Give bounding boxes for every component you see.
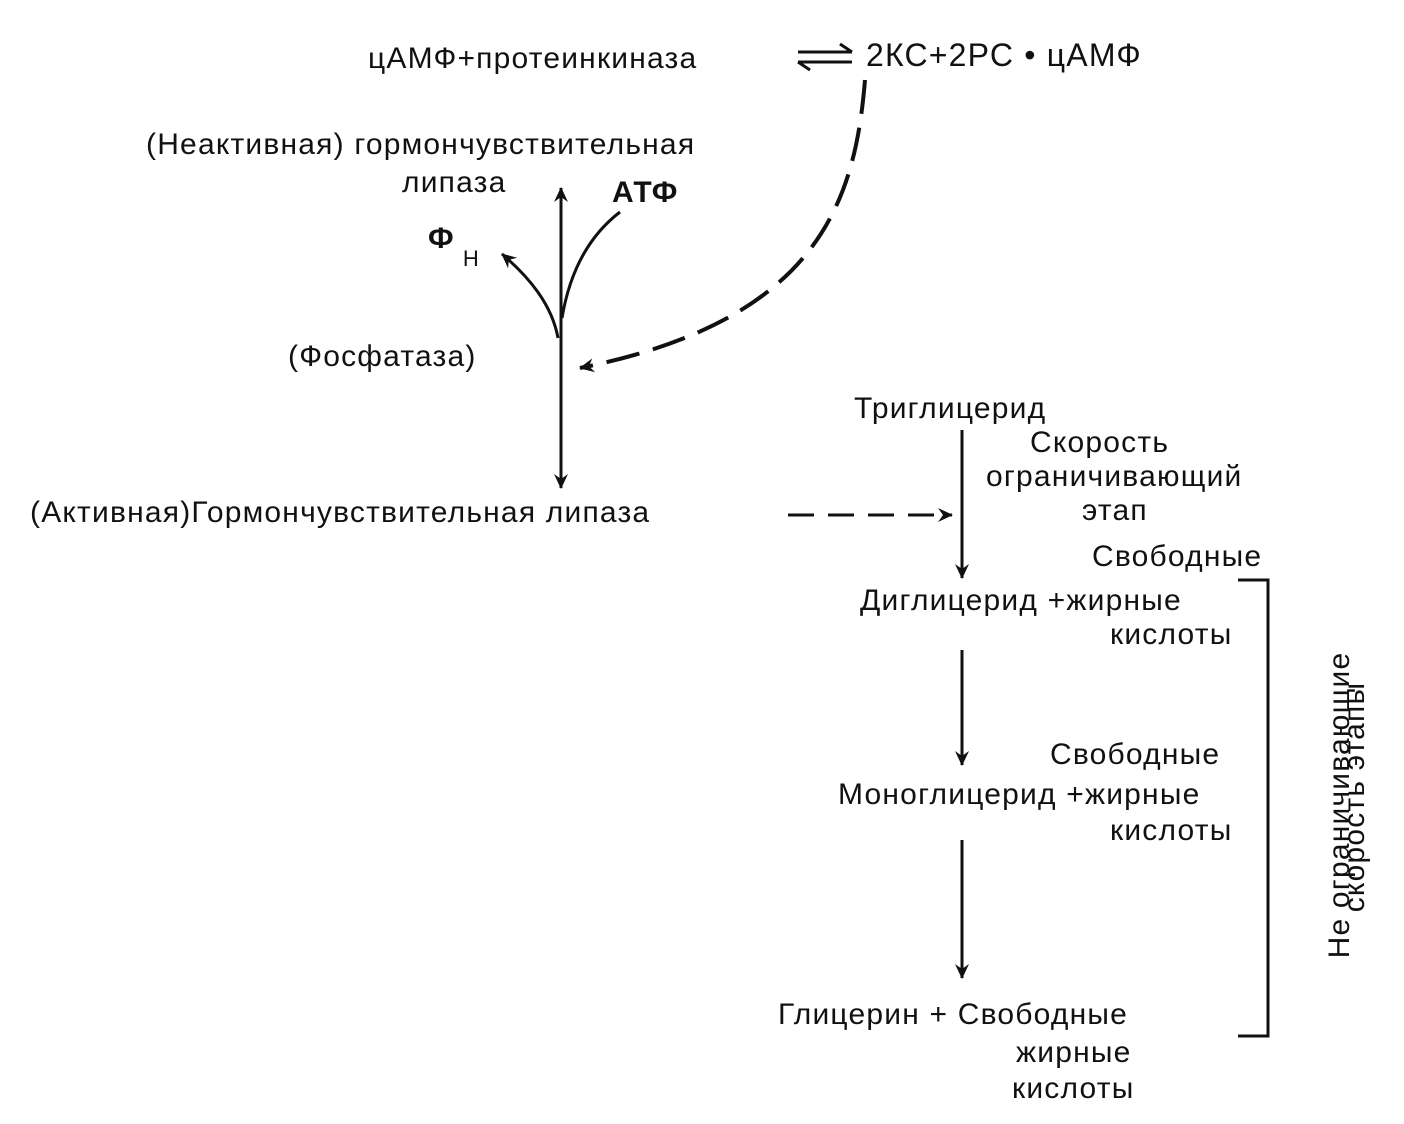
inactive-lipase-label-line2: липаза [402,166,507,199]
dashed-activation-curve [579,79,867,373]
phosphate-subscript: Н [462,246,480,271]
glycerol-label-line3: кислоты [1012,1072,1135,1105]
regulatory-catalytic-subunits-label: 2КС+2РС • цАМФ [866,37,1142,73]
inactive-lipase-label: (Неактивная) гормончувствительная [146,128,696,161]
triglyceride-label: Триглицерид [854,392,1047,425]
glycerol-label-line2: жирные [1016,1036,1132,1069]
rate-limiting-label: Скорость [1030,426,1170,459]
diglyceride-label: Диглицерид +жирные [860,584,1182,617]
equilibrium-arrows [797,42,853,72]
monoglyceride-label-line2: кислоты [1110,814,1233,847]
free-fatty-acids-label-2: Свободные [1050,738,1221,771]
monoglyceride-label: Моноглицерид +жирные [838,778,1201,811]
phosphatase-label: (Фосфатаза) [288,340,477,373]
active-lipase-label: (Активная)Гормончувствительная липаза [30,496,651,529]
free-fatty-acids-label-1: Свободные [1092,540,1263,573]
camp-protein-kinase-label: цАМФ+протеинкиназа [368,42,698,75]
glycerol-label: Глицерин + Свободные [778,998,1129,1031]
non-rate-limiting-label-line2: скорость этапы [1338,681,1371,913]
atp-label: АТФ [612,176,679,209]
phosphate-symbol: Ф [428,222,455,255]
atp-curve [560,210,621,319]
rate-limiting-label-line2: ограничивающий [986,460,1243,493]
phosphate-label: ФН [428,222,479,271]
phosphate-curve [501,252,560,339]
non-rate-limiting-bracket [1238,578,1270,1038]
diglyceride-label-line2: кислоты [1110,618,1233,651]
rate-limiting-label-line3: этап [1082,494,1148,527]
